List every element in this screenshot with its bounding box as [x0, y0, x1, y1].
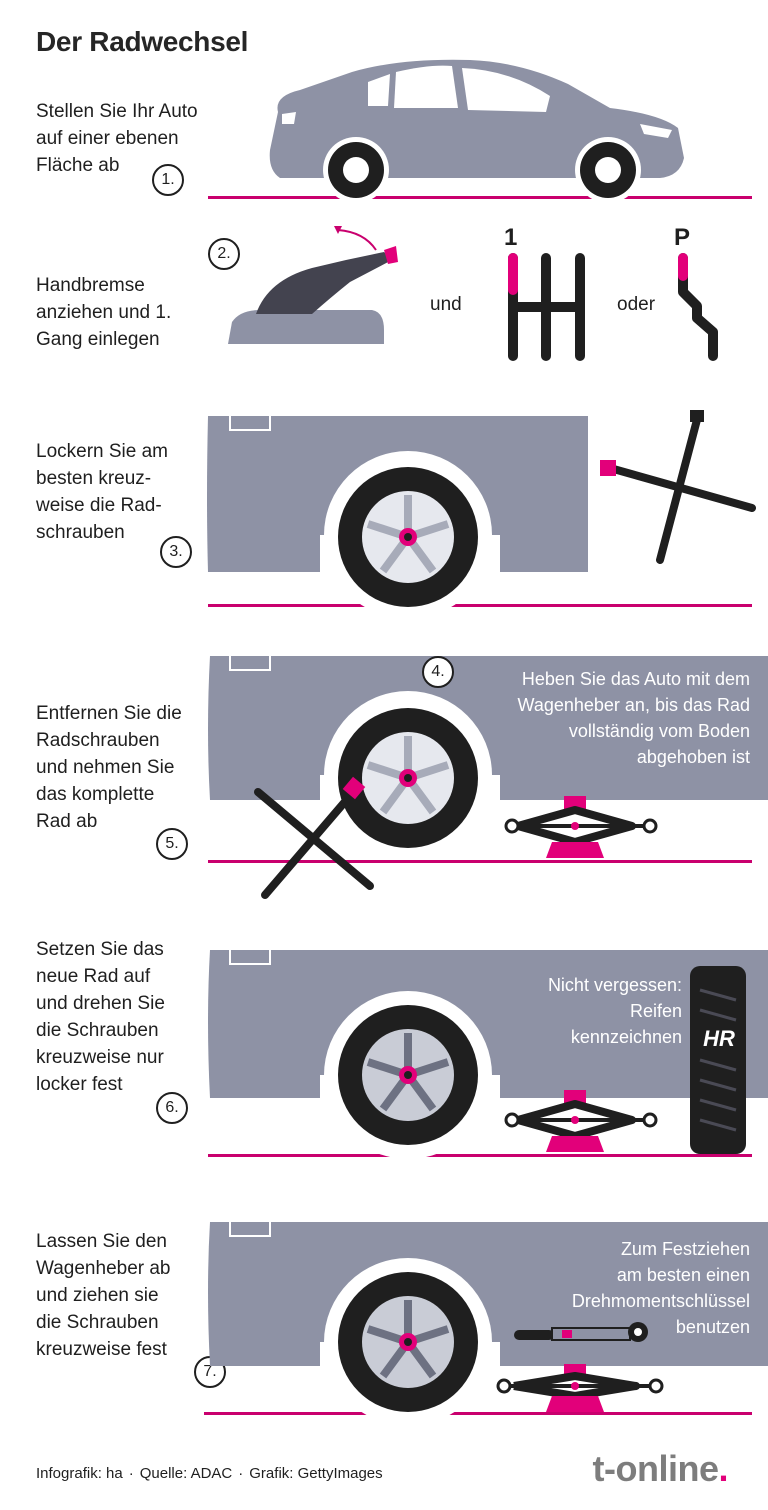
- step-5-text: Entfernen Sie die Radschrauben und nehme…: [36, 703, 182, 832]
- wheel-icon-new: [338, 1005, 478, 1145]
- footer-separator: ·: [238, 1465, 244, 1482]
- ground-line-3: [208, 604, 752, 607]
- step-5-number: 5.: [156, 828, 188, 860]
- tire-mark-text: HR: [703, 1026, 735, 1051]
- step-2-number: 2.: [208, 238, 240, 270]
- ground-line-1: [208, 196, 752, 199]
- footer-infografik: Infografik: ha: [36, 1465, 123, 1482]
- ground-line-5: [208, 860, 752, 863]
- tire-marking-note: Nicht vergessen: Reifen kennzeichnen: [547, 975, 682, 1047]
- step-2-text: Handbremse anziehen und 1. Gang einlegen: [36, 275, 172, 350]
- footer-credits: Infografik: ha · Quelle: ADAC · Grafik: Gett…: [36, 1465, 383, 1482]
- ground-line-7: [204, 1412, 752, 1415]
- automatic-gear-icon: [678, 253, 718, 361]
- step-6-number: 6.: [156, 1092, 188, 1124]
- automatic-gear-label: P: [674, 224, 691, 251]
- step-7-text: Lassen Sie den Wagenheber ab und ziehen …: [36, 1231, 171, 1360]
- step-4-number: 4.: [422, 656, 454, 688]
- footer-separator: ·: [128, 1465, 134, 1482]
- tire-icon: [690, 966, 746, 1154]
- ground-line-6: [208, 1154, 752, 1157]
- car-icon: [269, 59, 684, 203]
- car-jack-icon-step6: [504, 1090, 658, 1152]
- cross-wrench-icon-step5: [254, 776, 374, 899]
- manual-gear-icon: [508, 253, 585, 361]
- t-online-logo: t-online.: [593, 1448, 729, 1490]
- wheel-icon-removed: [338, 708, 478, 848]
- step-1-number: 1.: [152, 164, 184, 196]
- step-1-text: Stellen Sie Ihr Auto auf einer ebenen Fl…: [36, 101, 198, 176]
- car-jack-icon: [504, 796, 658, 858]
- wheel-icon: [338, 467, 478, 607]
- page-title: Der Radwechsel: [36, 26, 249, 57]
- step-4-text: Heben Sie das Auto mit dem Wagenheber an…: [517, 669, 750, 767]
- or-label: oder: [617, 294, 656, 315]
- logo-dot: .: [718, 1448, 728, 1489]
- step-6-text: Setzen Sie das neue Rad auf und drehen S…: [36, 939, 165, 1095]
- torque-note: Zum Festziehen am besten einen Drehmomen…: [571, 1239, 750, 1337]
- footer-grafik: Grafik: GettyImages: [249, 1465, 383, 1482]
- car-jack-icon-step7: [496, 1364, 664, 1412]
- step-3-text: Lockern Sie am besten kreuz- weise die R…: [36, 441, 169, 543]
- cross-wrench-icon: [600, 410, 756, 564]
- wheel-icon-final: [338, 1272, 478, 1412]
- footer-quelle: Quelle: ADAC: [139, 1465, 233, 1482]
- and-label: und: [430, 294, 462, 315]
- handbrake-icon: [228, 226, 398, 344]
- manual-gear-label: 1: [504, 224, 518, 251]
- logo-text: t-online: [592, 1448, 719, 1489]
- step-3-number: 3.: [160, 536, 192, 568]
- torque-wrench-icon: [514, 1322, 648, 1342]
